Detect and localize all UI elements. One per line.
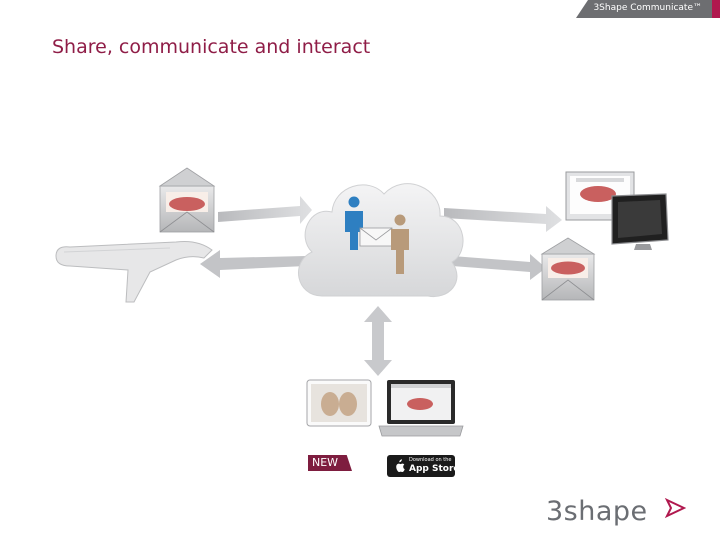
triangle-arrow-icon xyxy=(664,498,686,518)
app-store-sub-label: Download on the xyxy=(409,457,452,463)
app-store-button[interactable]: Download on the App Store xyxy=(387,455,460,477)
arrow-icon xyxy=(452,254,546,280)
envelope-icon xyxy=(158,167,216,233)
product-label: 3Shape Communicate™ xyxy=(593,3,702,13)
product-accent-bar xyxy=(712,0,720,18)
person-tan-icon xyxy=(391,214,409,274)
company-logo: 3shape xyxy=(546,496,648,527)
envelope-icon xyxy=(359,227,393,247)
scanner-icon xyxy=(55,241,213,303)
arrow-icon xyxy=(200,250,306,278)
monitor-icon xyxy=(611,193,669,250)
app-store-label: App Store xyxy=(409,464,460,474)
person-blue-icon xyxy=(345,196,363,250)
arrow-icon xyxy=(364,306,392,376)
new-badge-label: NEW xyxy=(312,456,339,469)
envelope-icon xyxy=(540,237,596,301)
arrow-icon xyxy=(218,196,312,224)
arrow-icon xyxy=(444,206,562,232)
product-tag: 3Shape Communicate™ xyxy=(576,0,712,18)
laptop-icon xyxy=(378,380,464,437)
new-badge: NEW xyxy=(308,455,352,471)
apple-icon xyxy=(396,459,405,472)
page-title: Share, communicate and interact xyxy=(52,36,371,58)
tablet-icon xyxy=(306,379,372,427)
